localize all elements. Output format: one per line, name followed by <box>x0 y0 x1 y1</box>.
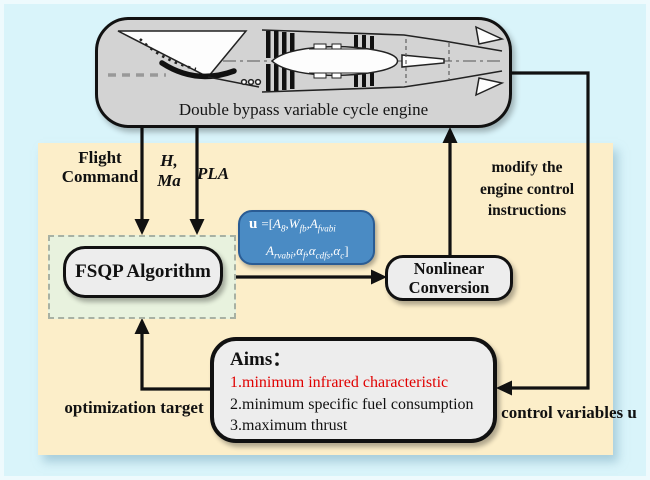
fsqp-algorithm-node: FSQP Algorithm <box>63 246 223 298</box>
nonlinear-conversion-node: Nonlinear Conversion <box>385 255 513 301</box>
control-variables-label: control variables u <box>501 403 637 422</box>
engine-caption: Double bypass variable cycle engine <box>178 100 429 119</box>
arrowhead-up-engine <box>442 127 458 143</box>
arrowhead-up-fsqp <box>134 318 150 334</box>
flight-command-label: Flight Command <box>61 148 139 186</box>
aims-node: Aims： 1.minimum infrared characteristic … <box>210 337 497 443</box>
arrowhead-down-2 <box>189 219 205 235</box>
modify-instructions-label: modify the engine control instructions <box>480 159 574 219</box>
u-vector-line1: u=[A8,Wfb,Afvabi <box>249 216 336 234</box>
arrow-line-aims-to-fsqp <box>140 334 211 391</box>
engine-schematic <box>104 25 509 97</box>
engine-node: Double bypass variable cycle engine <box>95 17 512 128</box>
arrowhead-down-1 <box>134 219 150 235</box>
aims-title: Aims： <box>230 349 292 370</box>
pla-label: PLA <box>197 164 230 183</box>
aims-item-3: 3.maximum thrust <box>230 417 348 434</box>
nonlinear-label: Nonlinear Conversion <box>408 259 490 297</box>
fsqp-label: FSQP Algorithm <box>75 261 211 282</box>
u-vector-line2: Arvabi,αf,αcdfs,αc] <box>266 242 349 261</box>
altitude-mach-label: H, Ma <box>157 151 181 190</box>
feedback-line-engine-to-aims <box>510 71 590 390</box>
arrowhead-left-aims <box>496 380 512 396</box>
optimization-target-label: optimization target <box>64 398 204 417</box>
control-vector-box: u=[A8,Wfb,Afvabi Arvabi,αf,αcdfs,αc] <box>238 210 375 265</box>
aims-item-1: 1.minimum infrared characteristic <box>230 374 449 391</box>
aims-item-2: 2.minimum specific fuel consumption <box>230 395 474 413</box>
arrowhead-right-nonlinear <box>371 269 387 285</box>
